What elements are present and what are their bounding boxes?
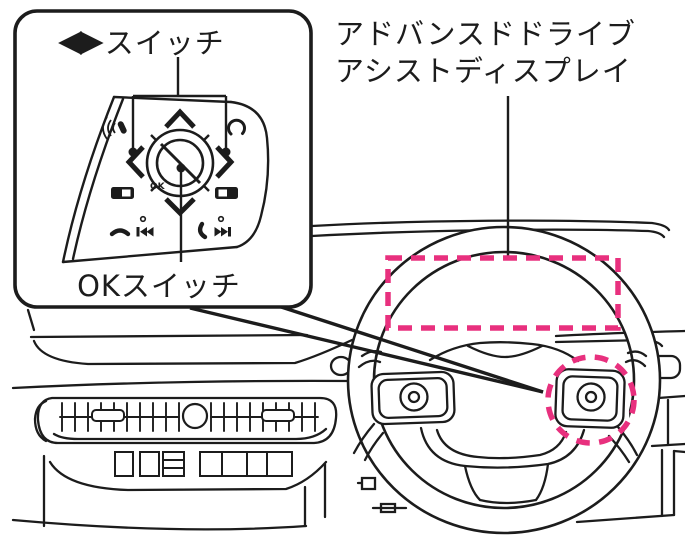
ok-switch-label: OKスイッチ bbox=[77, 269, 241, 303]
left-right-triangles-icon: ◀▶ bbox=[58, 22, 104, 59]
display-label: アドバンスドドライブ アシストディスプレイ bbox=[335, 16, 636, 90]
switch-area-highlight bbox=[545, 354, 637, 446]
up-arrow-icon bbox=[164, 108, 196, 129]
annotation-overlays bbox=[189, 96, 637, 446]
dash-top-line-2 bbox=[310, 228, 666, 239]
voice-command-icon bbox=[102, 116, 127, 140]
back-icon bbox=[227, 118, 246, 136]
left-switch-pad bbox=[370, 370, 456, 426]
display-label-line2: アシストディスプレイ bbox=[335, 54, 632, 88]
vent-vane-tab-left bbox=[91, 409, 125, 422]
switch-pad-outline bbox=[61, 95, 270, 264]
callout-pointer-line-2 bbox=[271, 302, 544, 394]
right-switch-pad bbox=[554, 368, 626, 429]
right-arrow-icon bbox=[215, 145, 235, 179]
callout-box: OK bbox=[13, 9, 313, 309]
lr-switch-label: ◀▶ スイッチ bbox=[58, 20, 225, 62]
ok-leader-line bbox=[176, 163, 186, 262]
display-right-icon bbox=[215, 187, 238, 199]
phone-answer-icon bbox=[197, 221, 208, 240]
left-arrow-icon bbox=[125, 145, 145, 179]
ok-button-text: OK bbox=[150, 182, 166, 192]
display-area-highlight bbox=[385, 255, 621, 331]
dashboard-lines bbox=[11, 219, 685, 531]
dash-buttons bbox=[114, 451, 293, 477]
vent-knob bbox=[181, 402, 209, 430]
callout-pointer-line-1 bbox=[189, 306, 544, 394]
display-label-line1: アドバンスドドライブ bbox=[335, 17, 636, 51]
seek-forward-icon bbox=[214, 215, 231, 237]
dash-top-line-1 bbox=[310, 219, 671, 232]
air-vent bbox=[33, 396, 338, 445]
phone-end-icon bbox=[109, 228, 131, 237]
steering-wheel-rim bbox=[346, 225, 662, 535]
lr-switch-label-text: スイッチ bbox=[104, 26, 225, 60]
vent-vane-tab-right bbox=[261, 409, 295, 422]
seek-back-icon bbox=[136, 215, 154, 237]
display-left-icon bbox=[111, 187, 134, 199]
steering-wheel-hub bbox=[352, 341, 648, 514]
